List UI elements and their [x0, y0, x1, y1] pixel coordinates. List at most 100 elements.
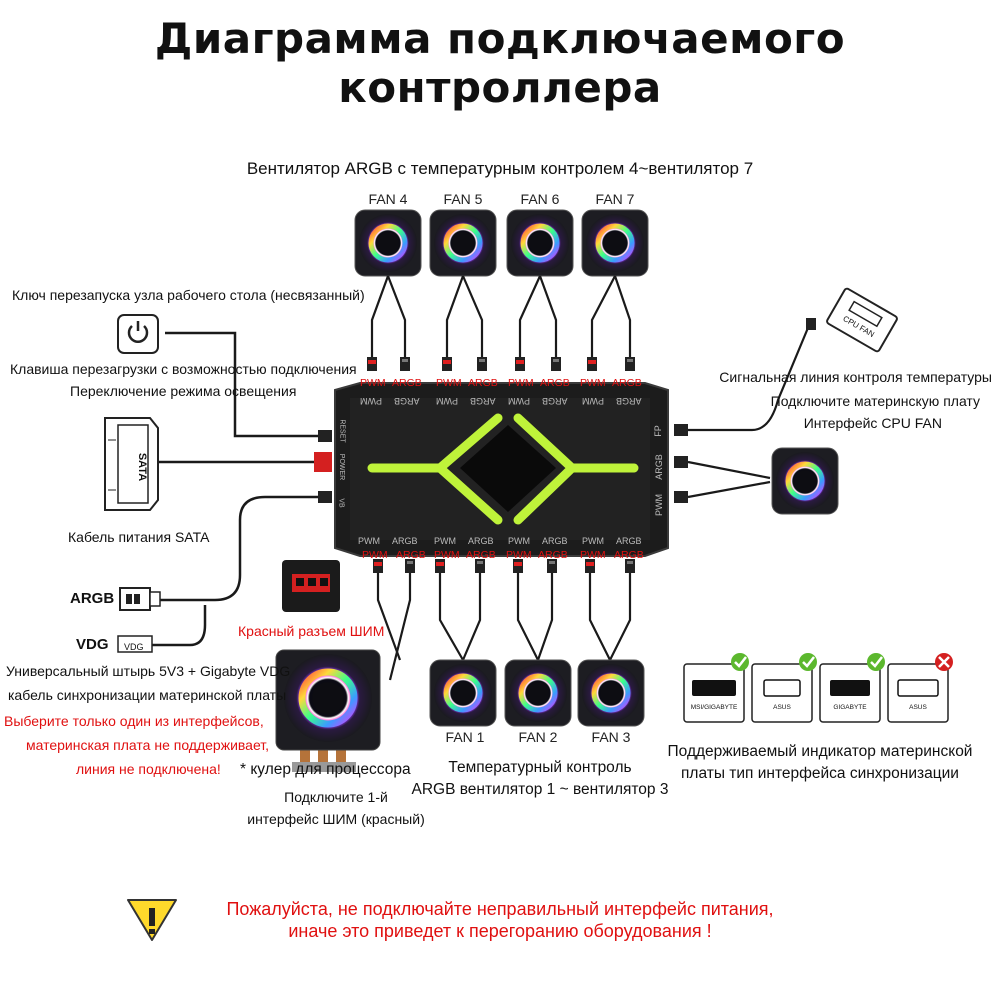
top-group-label: Вентилятор ARGB с температурным контроле… [246, 159, 754, 178]
hub-port-print: ARGB [394, 396, 420, 406]
hub-port-print: PWM [434, 536, 456, 546]
reset-key-icon [117, 314, 159, 354]
port-label-argb: ARGB [466, 549, 496, 561]
argb-plug-icon [119, 587, 161, 611]
sync-cable-note-1: Универсальный штырь 5V3 + Gigabyte VDG [6, 663, 291, 679]
reset-plug [318, 430, 332, 442]
hub-port-print: ARGB [616, 536, 642, 546]
port-label-pwm: PWM [580, 377, 606, 389]
fan-6-label: FAN 6 [520, 191, 560, 207]
hub-side-print: RESET [338, 419, 346, 443]
port-label-argb: ARGB [540, 377, 570, 389]
port-label-argb: ARGB [612, 377, 642, 389]
red-pwm-note: Красный разъем ШИМ [238, 623, 385, 639]
argb-label: ARGB [70, 590, 115, 607]
hub-port-print: PWM [436, 396, 458, 406]
port-label-pwm: PWM [506, 549, 532, 561]
sync-board-name: ASUS [909, 704, 927, 711]
vdg-label: VDG [76, 636, 109, 653]
sata-print: SATA [136, 452, 149, 482]
warning-note-1: Выберите только один из интерфейсов, [4, 713, 264, 729]
fan-4-label: FAN 4 [368, 191, 408, 207]
sync-board-cards [683, 663, 949, 723]
bottom-group-label-1: Температурный контроль [448, 759, 632, 776]
power-warning-2: иначе это приведет к перегоранию оборудо… [288, 921, 712, 941]
warning-note-2: материнская плата не поддерживает, [26, 737, 270, 753]
cpu-cooler-note-1: Подключите 1-й [284, 789, 388, 805]
sync-caption-1: Поддерживаемый индикатор материнской [667, 743, 973, 760]
fp-plug [674, 424, 688, 436]
fan-6-image [507, 210, 573, 276]
argb-right-plug [674, 456, 688, 468]
top-fan-cables [370, 275, 632, 358]
fan-4-image [355, 210, 421, 276]
cpu-cooler-image [275, 649, 381, 772]
fan-2-label: FAN 2 [518, 729, 558, 745]
sata-connector-icon [104, 417, 159, 511]
hub-port-print: PWM [358, 536, 380, 546]
hub-port-print: PWM [360, 396, 382, 406]
hub-port-print: ARGB [468, 536, 494, 546]
hub-side-print: POWER [338, 453, 346, 481]
port-label-argb: ARGB [468, 377, 498, 389]
port-label-pwm: PWM [580, 549, 606, 561]
fan-7-image [582, 210, 648, 276]
hub-side-print: ARGB [653, 454, 664, 480]
hub-port-print: PWM [582, 396, 604, 406]
left-cables [150, 331, 322, 647]
warning-note-3: линия не подключена! [76, 761, 221, 777]
hub-port-print: PWM [508, 536, 530, 546]
vdg-plug-icon [117, 635, 153, 653]
check-icon [799, 653, 817, 671]
hub-port-print: ARGB [392, 536, 418, 546]
page-title: Диаграмма подключаемого контроллера [154, 14, 846, 112]
sata-plug [314, 452, 332, 472]
warning-icon [127, 899, 177, 941]
cpu-cooler-note-2: интерфейс ШИМ (красный) [247, 811, 425, 827]
sync-board-name: ASUS [773, 704, 791, 711]
fan-3-image [578, 660, 644, 726]
fan-1-label: FAN 1 [445, 729, 485, 745]
sync-caption-2: платы тип интерфейса синхронизации [681, 765, 959, 782]
port-label-pwm: PWM [508, 377, 534, 389]
sata-cable-note: Кабель питания SATA [68, 529, 210, 545]
hub-port-print: ARGB [616, 396, 642, 406]
port-label-pwm: PWM [436, 377, 462, 389]
port-label-argb: ARGB [396, 549, 426, 561]
port-label-argb: ARGB [538, 549, 568, 561]
port-label-pwm: PWM [362, 549, 388, 561]
cross-icon [935, 653, 953, 671]
port-label-argb: ARGB [392, 377, 422, 389]
controller-hub [334, 382, 669, 557]
cpu-fan-note: Интерфейс CPU FAN [803, 415, 942, 431]
port-label-argb: ARGB [614, 549, 644, 561]
hub-side-print: PWM [654, 494, 664, 516]
hub-port-print: ARGB [470, 396, 496, 406]
cpu-cooler-title: * кулер для процессора [240, 761, 411, 778]
right-cables [687, 322, 812, 499]
check-icon [867, 653, 885, 671]
lighting-mode-note: Переключение режима освещения [70, 383, 297, 399]
power-warning-1: Пожалуйста, не подключайте неправильный … [226, 899, 774, 919]
argb-plug [318, 491, 332, 503]
sync-cable-note-2: кабель синхронизации материнской платы [8, 687, 287, 703]
vdg-plug-print: VDG [124, 642, 144, 652]
sync-board-name: MSI/GIGABYTE [690, 704, 738, 711]
fan-7-label: FAN 7 [595, 191, 635, 207]
temp-signal-note: Сигнальная линия контроля температуры [719, 369, 992, 385]
connect-mb-note: Подключите материнскую плату [770, 393, 980, 409]
fan-5-image [430, 210, 496, 276]
bottom-fan-cables [376, 568, 632, 681]
hub-port-print: PWM [508, 396, 530, 406]
fan-3-label: FAN 3 [591, 729, 631, 745]
hub-port-print: ARGB [542, 396, 568, 406]
hub-port-print: PWM [582, 536, 604, 546]
red-pwm-connector-image [282, 560, 340, 612]
reset-button-note: Клавиша перезагрузки с возможностью подк… [10, 361, 357, 377]
fan-5-label: FAN 5 [443, 191, 483, 207]
fan-1-image [430, 660, 496, 726]
fan-2-image [505, 660, 571, 726]
hub-port-print: ARGB [542, 536, 568, 546]
bottom-group-label-2: ARGB вентилятор 1 ~ вентилятор 3 [411, 781, 669, 798]
